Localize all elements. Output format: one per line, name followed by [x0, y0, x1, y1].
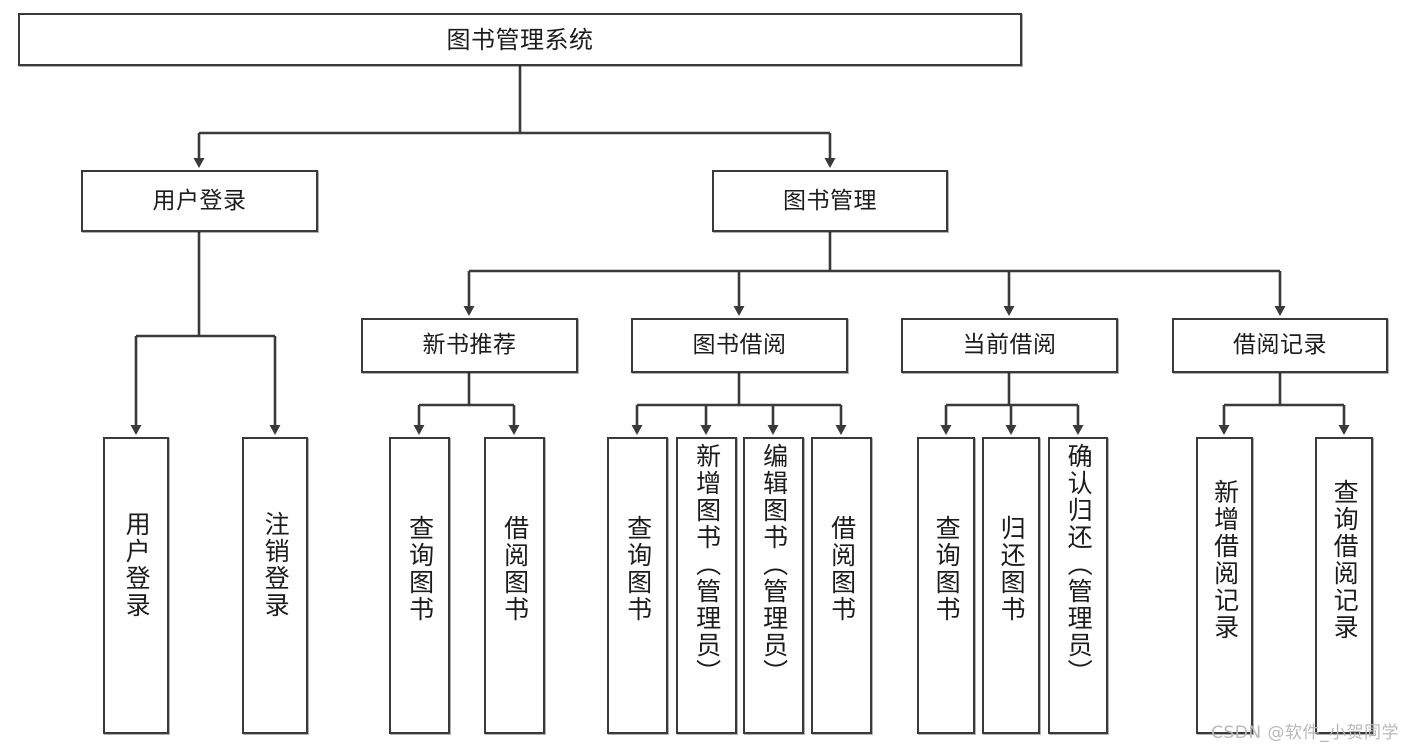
node-borrow_record: 借阅记录: [1172, 318, 1388, 373]
node-book_mgmt: 图书管理: [712, 170, 948, 232]
node-label: 确认归还（管理员）: [1064, 443, 1094, 686]
node-label: 用户登录: [122, 511, 152, 619]
node-leaf_user_logout: 注销登录: [242, 437, 308, 734]
node-label: 新增图书（管理员）: [692, 443, 722, 686]
node-leaf_borrow_book_2: 借阅图书: [811, 437, 872, 734]
node-label: 借阅图书: [827, 515, 857, 623]
node-label: 图书借阅: [692, 332, 787, 359]
node-leaf_query_book_1: 查询图书: [389, 437, 450, 734]
node-label: 查询图书: [405, 515, 435, 623]
node-current_borrow: 当前借阅: [901, 318, 1118, 373]
node-label: 借阅记录: [1233, 332, 1327, 359]
node-label: 新书推荐: [422, 332, 517, 359]
node-new_book_rec: 新书推荐: [361, 318, 578, 373]
node-label: 查询借阅记录: [1330, 479, 1360, 641]
node-label: 图书管理: [783, 187, 877, 214]
node-label: 归还图书: [997, 515, 1027, 623]
node-label: 图书管理系统: [446, 25, 594, 54]
node-label: 编辑图书（管理员）: [759, 443, 789, 686]
node-leaf_query_book_2: 查询图书: [607, 437, 668, 734]
node-user_login: 用户登录: [81, 170, 318, 232]
node-leaf_confirm_return: 确认归还（管理员）: [1048, 437, 1108, 734]
node-label: 查询图书: [932, 515, 962, 623]
node-leaf_borrow_book_1: 借阅图书: [484, 437, 545, 734]
node-leaf_return_book: 归还图书: [982, 437, 1040, 734]
node-leaf_edit_book: 编辑图书（管理员）: [743, 437, 804, 734]
node-label: 借阅图书: [500, 515, 530, 623]
node-root: 图书管理系统: [18, 13, 1022, 66]
node-label: 用户登录: [152, 187, 247, 214]
node-leaf_user_login: 用户登录: [103, 437, 169, 734]
node-label: 查询图书: [623, 515, 653, 623]
node-leaf_query_record: 查询借阅记录: [1315, 437, 1373, 734]
node-book_borrow: 图书借阅: [631, 318, 848, 373]
node-leaf_query_book_3: 查询图书: [917, 437, 975, 734]
node-label: 新增借阅记录: [1210, 479, 1240, 641]
node-leaf_add_book: 新增图书（管理员）: [676, 437, 737, 734]
watermark-label: CSDN @软件_小贺同学: [1211, 723, 1399, 743]
node-leaf_add_record: 新增借阅记录: [1196, 437, 1253, 734]
node-label: 当前借阅: [962, 332, 1057, 359]
node-label: 注销登录: [261, 511, 291, 619]
